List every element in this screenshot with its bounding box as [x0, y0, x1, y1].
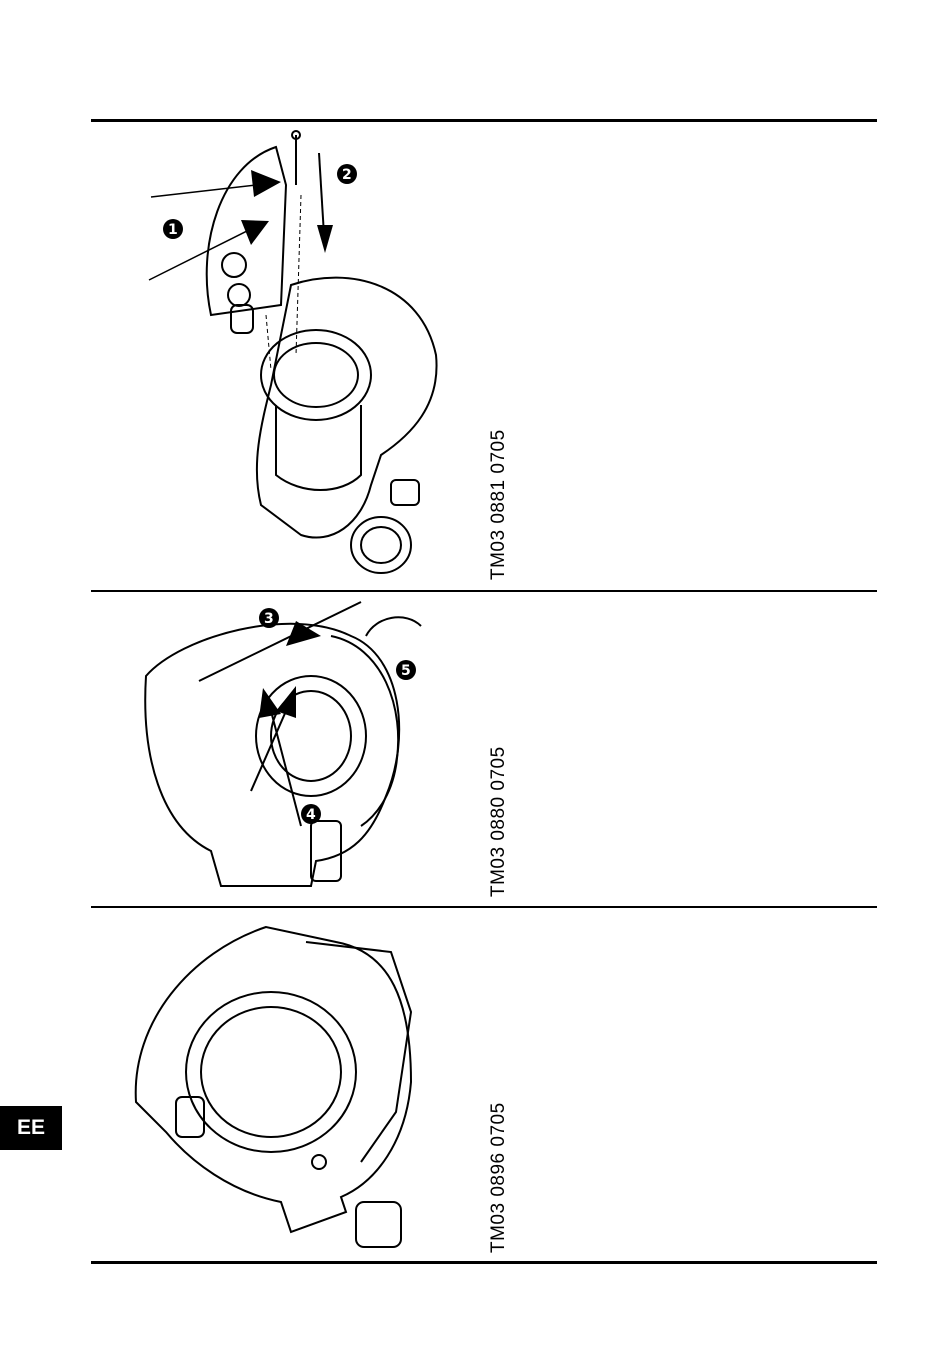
figure-1-illustration: 1 2 — [91, 125, 491, 585]
figure-2-illustration: 3 4 5 — [91, 596, 491, 901]
bottom-rule — [91, 1261, 877, 1264]
svg-text:2: 2 — [342, 167, 352, 183]
step-marker-1: 1 — [163, 219, 183, 239]
svg-text:1: 1 — [168, 222, 178, 238]
top-rule — [91, 119, 877, 122]
figure-3-code: TM03 0896 0705 — [488, 1102, 510, 1253]
figure-2-code: TM03 0880 0705 — [488, 746, 510, 897]
step-marker-2: 2 — [337, 164, 357, 184]
divider-rule-1 — [91, 590, 877, 592]
svg-text:3: 3 — [264, 611, 274, 627]
step-marker-3: 3 — [259, 608, 279, 628]
figure-1-code: TM03 0881 0705 — [488, 429, 510, 580]
figure-3-illustration — [91, 912, 491, 1257]
divider-rule-2 — [91, 906, 877, 908]
language-tab: EE — [0, 1106, 62, 1150]
step-marker-5: 5 — [396, 660, 416, 680]
step-marker-4: 4 — [301, 804, 321, 824]
svg-text:5: 5 — [401, 663, 411, 679]
svg-text:4: 4 — [306, 807, 316, 823]
